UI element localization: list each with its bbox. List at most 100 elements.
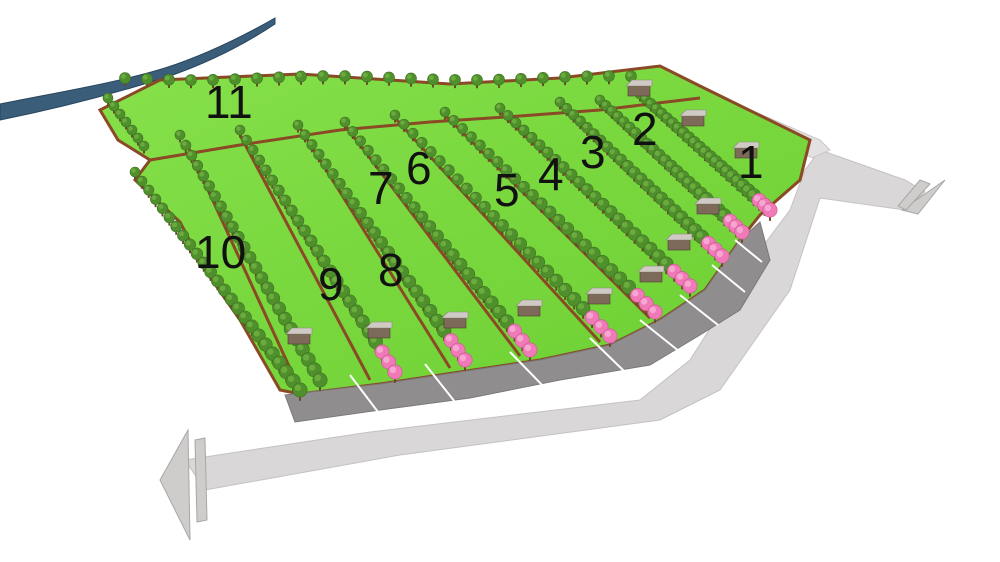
tree-icon [361,216,374,232]
tree-icon [279,194,292,210]
tree-icon [471,74,483,89]
tree-icon [575,301,591,319]
tree-icon [312,372,328,391]
tree-icon [226,220,239,236]
tree-icon [554,96,566,110]
tree-icon [682,278,698,297]
tree-icon [526,132,538,146]
tree-icon [567,292,582,310]
tree-icon [474,139,486,154]
tree-icon [333,177,346,193]
tree-icon [185,74,197,89]
tree-icon [260,164,272,179]
tree-icon [603,70,615,85]
tree-icon [138,140,150,154]
tree-icon [362,144,374,159]
tree-icon [416,137,428,151]
lot-label-7: 7 [368,162,394,214]
tree-icon [569,230,583,247]
tree-icon [612,110,624,125]
tree-icon [453,257,468,275]
tree-icon [442,164,455,179]
tree-icon [355,314,370,332]
lot-labels: 1 2 3 4 5 6 7 8 9 10 11 [195,76,764,310]
shed-icon [665,233,693,251]
tree-icon [237,240,251,257]
tree-icon [292,119,304,133]
tree-icon [323,264,337,281]
tree-icon [247,144,259,158]
lot-label-1: 1 [738,136,764,188]
tree-icon [361,70,373,85]
lot-label-3: 3 [580,126,606,178]
river [0,17,276,121]
tree-icon [370,154,382,169]
tree-icon [170,220,183,235]
tree-icon [224,292,238,309]
tree-icon [593,319,609,338]
tree-icon [204,265,217,281]
tree-icon [400,191,413,207]
tree-icon [581,70,593,85]
tree-icon [190,247,204,263]
tree-icon [595,255,610,272]
lot-label-6: 6 [406,142,432,194]
tree-icon [217,283,231,300]
tree-icon [197,170,209,184]
tree-icon [120,116,132,130]
sheds [285,79,760,345]
tree-icon [229,73,241,88]
tree-icon [533,139,546,154]
tree-icon [385,173,398,188]
tree-icon [408,201,421,217]
tree-icon [584,310,600,329]
lot-label-10: 10 [195,226,246,278]
tree-icon [469,276,483,294]
tree-icon [438,239,452,255]
tree-icon [402,274,417,292]
tree-icon [522,246,537,263]
tree-icon [163,211,176,226]
tree-icon [508,172,522,188]
tree-icon [531,255,546,273]
tree-icon [342,294,357,312]
tree-icon [580,183,594,199]
tree-icon [368,226,381,242]
tree-icon [541,146,554,161]
tree-icon [602,328,618,347]
tree-icon [377,163,390,178]
tree-icon [177,229,190,245]
tree-icon [203,180,215,195]
tree-icon [518,124,530,139]
tree-icon [465,131,477,145]
tree-icon [119,72,131,87]
tree-icon [375,236,388,252]
tree-icon [431,229,444,246]
tree-icon [317,70,329,85]
lot-label-2: 2 [632,103,658,155]
shed-icon [515,299,543,317]
tree-icon [439,106,451,120]
tree-icon [416,294,431,312]
shed-icon [365,321,393,339]
tree-icon [156,202,169,217]
tree-icon [647,304,663,323]
tree-icon [388,255,402,272]
tree-icon [500,164,513,179]
tree-icon [272,184,285,199]
tree-icon [457,352,473,371]
tree-icon [434,155,446,170]
tree-icon [612,271,628,289]
tree-icon [604,263,619,281]
tree-icon [340,187,353,203]
tree-icon [347,197,360,212]
tree-icon [347,126,359,140]
tree-icon [393,182,405,197]
tree-icon [534,197,548,213]
tree-icon [231,301,245,318]
tree-icon [409,284,424,302]
tree-icon [320,158,332,173]
tree-icon [295,70,307,85]
tree-icon [354,207,367,222]
